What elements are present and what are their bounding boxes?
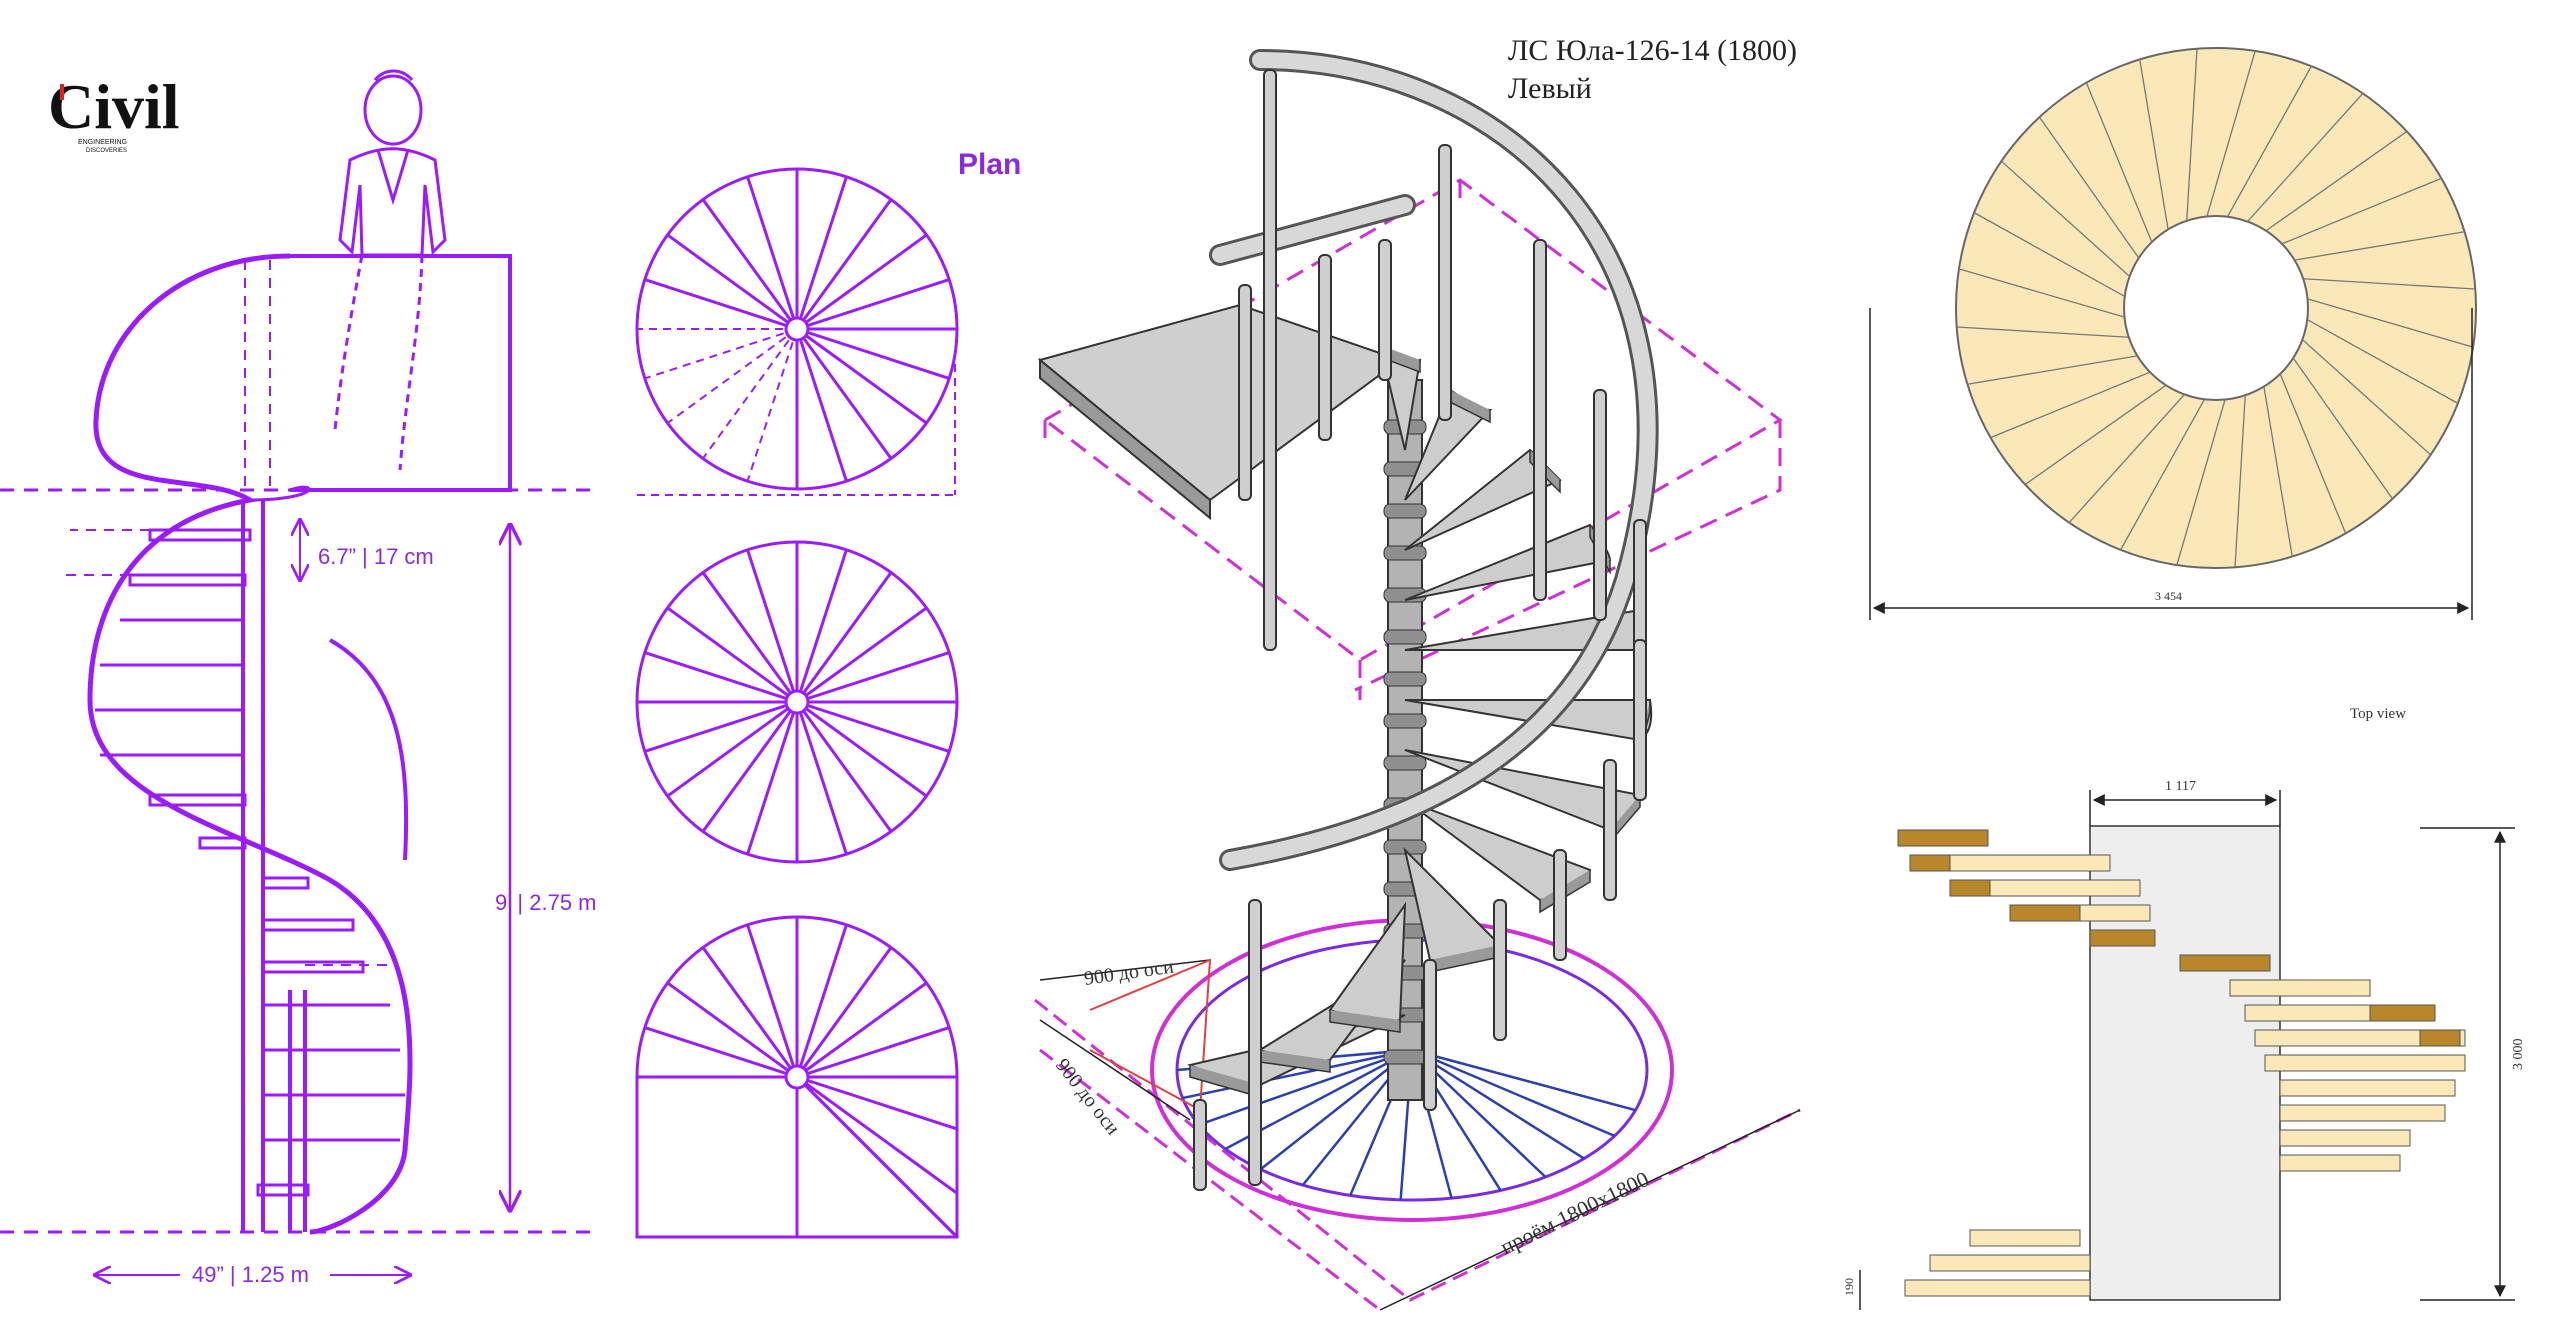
axis-dimension-1: 900 до оси [1083,956,1176,990]
model-title: ЛС Юла-126-14 (1800) [1508,34,1797,67]
logo-sub-text-2: DISCOVERIES [86,148,127,154]
elevation-treads [95,528,405,1197]
plan-circle-squared [635,915,959,1239]
side-height-dimension: 3 000 [2511,1039,2526,1071]
side-view-diagram [1859,790,2515,1310]
width-dimension-label: 49” | 1.25 m [192,1262,309,1287]
top-view-label: Top view [2350,706,2406,722]
spiral-3d-illustration [1034,49,1801,1312]
logo-main-text: Civil [48,71,180,142]
model-subtitle: Левый [1508,72,1592,105]
height-dimension-label: 9’ | 2.75 m [495,890,597,915]
person-figure [333,69,447,471]
diameter-dimension: 3 454 [2155,589,2182,603]
outer-stringer [87,253,413,1235]
civil-logo: Civil ENGINEERING DISCOVERIES [48,71,180,154]
riser-dimension-label: 6.7” | 17 cm [318,544,434,569]
elevation-drawing [0,69,590,1275]
logo-accent-icon [60,84,64,100]
axis-dimension-2: 900 до оси [1051,1055,1124,1140]
logo-sub-text-1: ENGINEERING [78,139,127,146]
top-view-circle [1869,47,2477,620]
side-width-dimension: 1 117 [2165,779,2196,794]
plan-circle-full [635,540,959,864]
plan-label: Plan [958,148,1021,181]
side-riser-dimension: 190 [1842,1278,1856,1296]
opening-dimension: проём 1800х1800 [1496,1166,1653,1259]
plan-circle-full-dashed [635,167,959,496]
